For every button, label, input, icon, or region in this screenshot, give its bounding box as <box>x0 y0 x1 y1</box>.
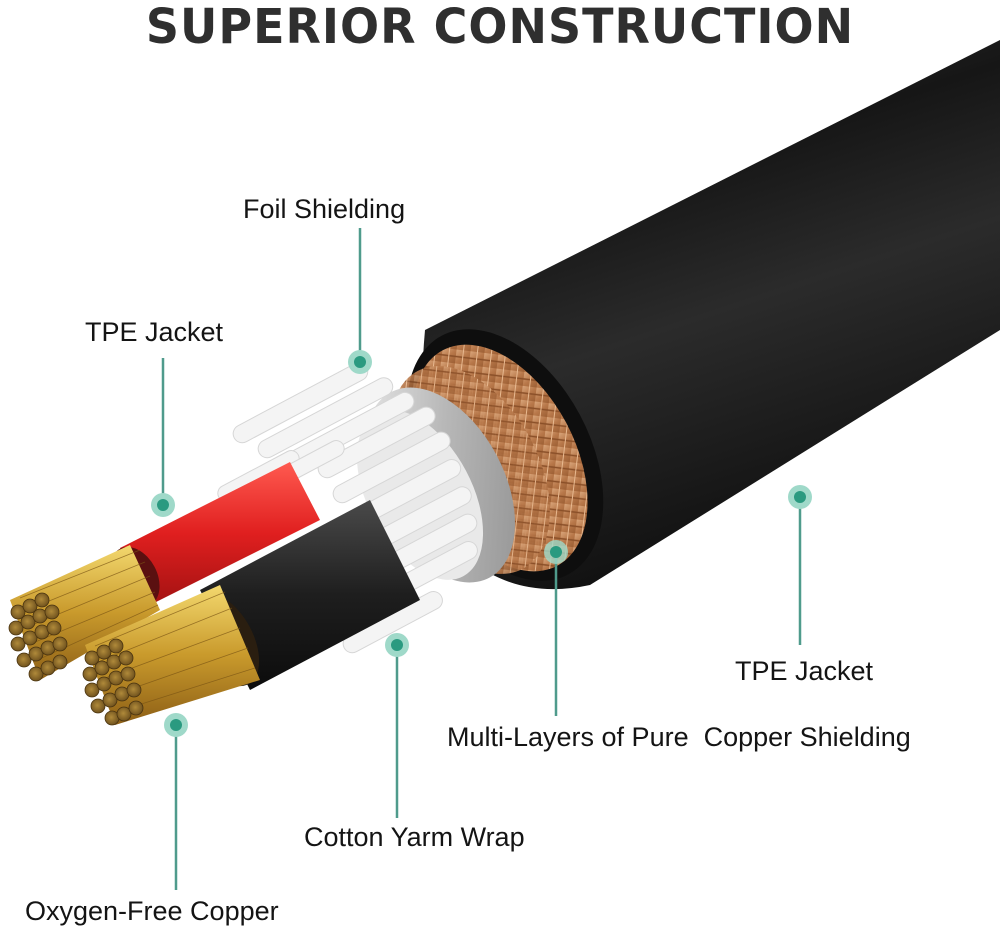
marker-cotton-icon <box>385 633 409 657</box>
label-tpe-jacket-inner: TPE Jacket <box>85 317 224 347</box>
marker-tpe-outer-icon <box>788 485 812 509</box>
marker-foil-icon <box>348 350 372 374</box>
label-oxygen-free-copper: Oxygen-Free Copper <box>25 896 279 926</box>
callout-markers <box>151 350 812 737</box>
marker-tpe-inner-icon <box>151 493 175 517</box>
label-tpe-jacket-outer: TPE Jacket <box>735 656 874 686</box>
label-cotton-wrap: Cotton Yarm Wrap <box>304 822 525 852</box>
copper-conductor-bundle-2 <box>82 585 260 726</box>
label-foil-shielding: Foil Shielding <box>243 194 406 224</box>
marker-oxygen-free-icon <box>164 713 188 737</box>
copper-conductor-bundle-1 <box>8 545 160 682</box>
leader-lines <box>161 228 802 890</box>
marker-copper-shield-icon <box>544 540 568 564</box>
label-copper-shielding: Multi-Layers of Pure Copper Shielding <box>447 722 911 752</box>
page-title: SUPERIOR CONSTRUCTION <box>145 0 855 55</box>
